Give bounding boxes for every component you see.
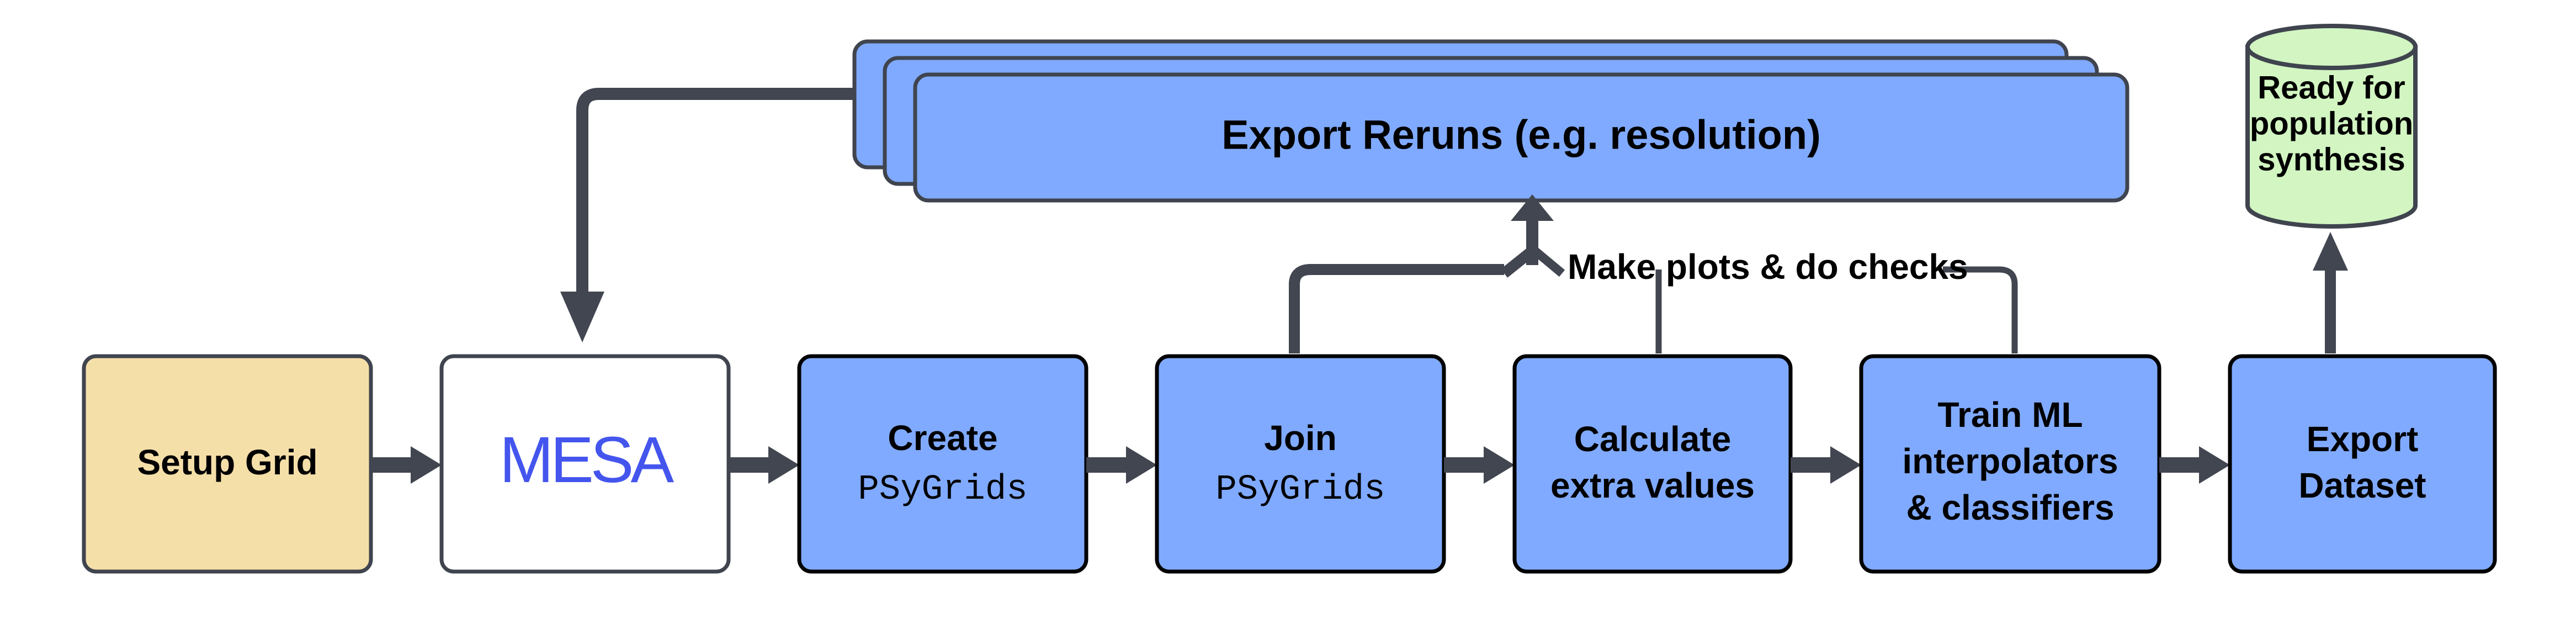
export-dataset-label-line1: Export — [2307, 419, 2419, 459]
node-join-psygrids[interactable]: Join PSyGrids — [1155, 354, 1446, 574]
node-mesa[interactable]: MESA — [439, 354, 731, 574]
cylinder-label-line3: synthesis — [2258, 141, 2405, 177]
edge-calculate-to-train — [1791, 446, 1861, 484]
cylinder-label-line1: Ready for — [2258, 70, 2405, 105]
export-reruns-box-front — [913, 72, 2129, 203]
export-dataset-label-line2: Dataset — [2298, 466, 2426, 505]
edge-reruns-to-mesa — [560, 88, 853, 342]
node-setup-grid[interactable]: Setup Grid — [82, 354, 373, 574]
train-ml-label-line1: Train ML — [1937, 395, 2083, 435]
join-psygrids-label-line1: Join — [1264, 418, 1337, 458]
edge-create-to-join — [1086, 446, 1157, 484]
join-psygrids-label-line2: PSyGrids — [1215, 470, 1385, 510]
mesa-logo: MESA — [500, 424, 674, 496]
node-ready-for-population-synthesis[interactable]: Ready for population synthesis — [2245, 24, 2418, 229]
train-ml-label-line2: interpolators — [1902, 441, 2118, 481]
create-psygrids-label-line2: PSyGrids — [858, 470, 1027, 510]
node-train-ml[interactable]: Train ML interpolators & classifiers — [1859, 354, 2161, 574]
edge-checks-to-reruns — [1289, 194, 2018, 353]
node-create-psygrids[interactable]: Create PSyGrids — [797, 354, 1088, 574]
node-export-reruns-stack[interactable]: Export Reruns (e.g. resolution) — [852, 39, 2129, 203]
edge-setup-to-mesa — [371, 446, 442, 484]
edge-label-make-plots: Make plots & do checks — [1568, 247, 1968, 287]
edge-mesa-to-create — [729, 446, 799, 484]
calculate-extra-values-label-line1: Calculate — [1574, 419, 1732, 459]
edge-train-to-export — [2159, 446, 2230, 484]
train-ml-label-line3: & classifiers — [1906, 488, 2114, 527]
setup-grid-label: Setup Grid — [137, 442, 317, 482]
node-calculate-extra-values[interactable]: Calculate extra values — [1512, 354, 1793, 574]
node-export-dataset[interactable]: Export Dataset — [2228, 354, 2497, 574]
cylinder-label-line2: population — [2250, 105, 2413, 141]
calculate-extra-values-label-line2: extra values — [1550, 466, 1755, 505]
edge-export-to-ready — [2313, 232, 2348, 353]
create-psygrids-label-line1: Create — [888, 418, 997, 458]
export-reruns-label: Export Reruns (e.g. resolution) — [1221, 112, 1820, 158]
edge-join-to-calculate — [1444, 446, 1515, 484]
